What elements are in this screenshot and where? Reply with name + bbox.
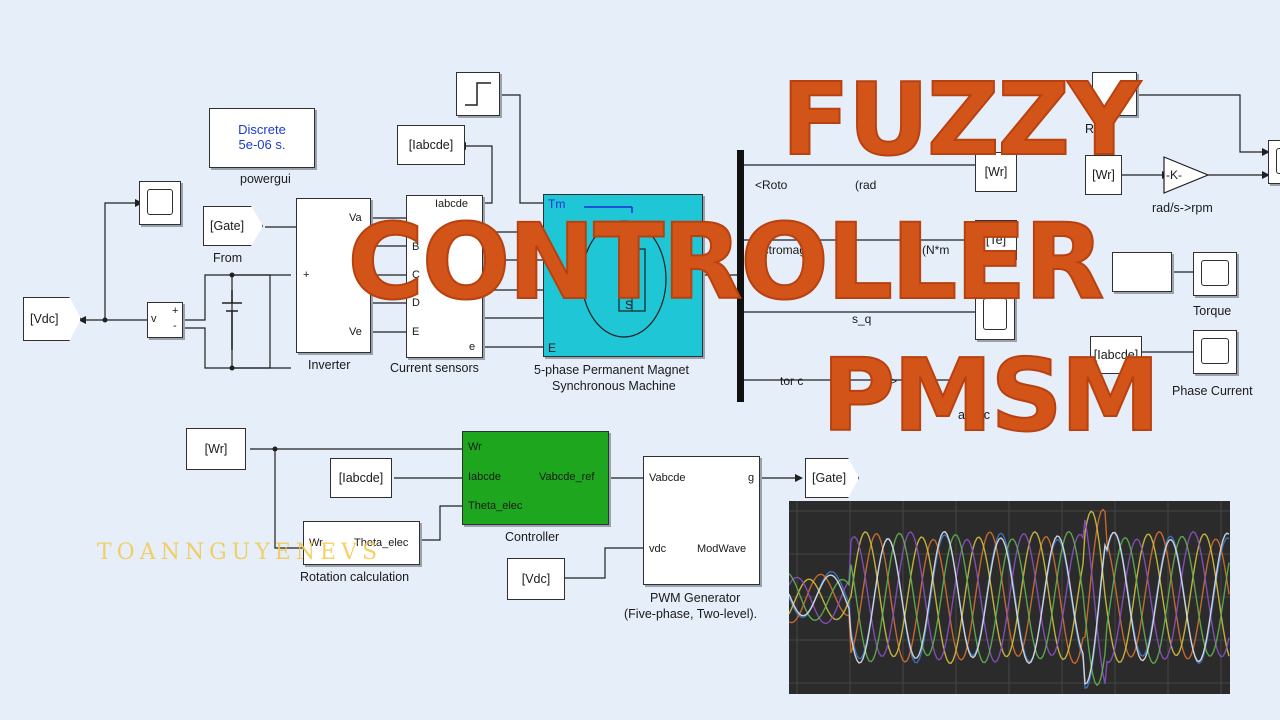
cs-port-right-e: e [469,341,476,353]
inverter-label: Inverter [308,358,351,372]
pwm-in-vabcde: Vabcde [649,472,686,484]
bus-rotor-speed-tail: (rad [855,178,877,192]
torque-label: Torque [1193,304,1232,318]
rpm-display[interactable] [1092,72,1137,116]
cs-port-b: B [412,241,420,253]
rotation-in-wr: Wr [309,537,323,549]
rpm-label: RPM [1085,122,1113,136]
te-goto-tag[interactable]: [Te] [975,220,1017,260]
inverter-port-ve: Ve [349,326,362,338]
vdc-scope[interactable] [139,181,181,225]
phase-current-label: Phase Current [1172,384,1253,398]
powergui-label: powergui [240,172,291,186]
inverter-plus: + [303,269,310,281]
waveform-trace [789,530,1230,685]
gate-from-tag[interactable]: [Gate] [203,206,263,246]
powergui-mode: Discrete [238,122,286,137]
wr-from-tag[interactable]: [Wr] [1085,155,1122,195]
current-sensors-block[interactable]: Iabcde B C D E e [406,195,483,358]
pwm-label-line1: PWM Generator [650,591,741,605]
powergui-block[interactable]: Discrete 5e-06 s. [209,108,315,168]
bus-sq: s_q [852,312,872,326]
cs-port-e: E [412,326,420,338]
phase-current-scope[interactable] [1193,330,1237,374]
axis-current-scope[interactable] [975,290,1015,340]
controller-block[interactable]: Wr Iabcde Theta_elec Vabcde_ref [462,431,609,525]
pwm-generator-block[interactable]: Vabcde vdc g ModWave [643,456,760,585]
rotation-calc-block[interactable]: Wr Theta_elec [303,521,420,565]
waveform-trace [789,519,1230,684]
machine-tm-port: Tm [548,197,566,211]
torque-tag[interactable] [1112,252,1172,292]
controller-label: Controller [505,530,560,544]
pwm-out-modwave: ModWave [697,543,747,555]
iabcde-goto-tag[interactable]: [Iabcde] [397,125,465,165]
waveform-trace [789,508,1230,665]
bus-rotor-speed: <Roto [755,178,788,192]
voltage-sensor-block[interactable]: v + - [147,302,183,338]
powergui-sample-time: 5e-06 s. [238,137,286,152]
current-sensors-label: Current sensors [390,361,479,375]
wr-goto-tag[interactable]: [Wr] [975,152,1017,192]
pmsm-machine-block[interactable]: Tm E N S [543,194,703,357]
waveform-trace [789,510,1230,664]
cs-top-port: Iabcde [435,198,469,210]
machine-label-line2: Synchronous Machine [552,379,676,393]
bus-stator-current: tor c [780,374,804,388]
watermark-text: TOANNGUYENEVS [97,540,383,565]
controller-in-wr: Wr [468,441,482,453]
bus-stator-current-tail: A)> [878,374,898,388]
controller-in-iabcde: Iabcde [468,471,502,483]
rotation-out-theta: Theta_elec [354,537,409,549]
axis-current-label: axis c [958,408,990,422]
gain-block[interactable] [1162,155,1210,195]
step-block[interactable] [456,72,500,116]
motor-icon [581,206,667,338]
gain-value: -K- [1166,168,1182,182]
machine-n-pole: N [625,255,634,269]
vdc-goto-tag[interactable]: [Vdc] [23,297,81,341]
waveform-trace [789,530,1230,687]
rpm-scope[interactable] [1268,140,1280,184]
vsensor-minus: - [173,320,177,332]
gain-label: rad/s->rpm [1152,201,1213,215]
inverter-block[interactable]: + Va Ve [296,198,371,353]
wr-from-tag-2[interactable]: [Wr] [186,428,246,470]
inverter-port-va: Va [349,212,362,224]
pwm-in-vdc: vdc [649,543,667,555]
bus-torque: ectromag [756,243,807,257]
vsensor-plus: + [172,305,179,317]
iabcde-from-tag[interactable]: [Iabcde] [330,458,392,498]
cs-port-c: C [412,269,420,281]
rotation-calc-label: Rotation calculation [300,570,410,584]
torque-scope[interactable] [1193,252,1237,296]
controller-out-vabcde: Vabcde_ref [539,471,595,483]
pwm-label-line2: (Five-phase, Two-level). [624,607,758,621]
machine-label-line1: 5-phase Permanent Magnet [534,363,689,377]
controller-in-theta: Theta_elec [468,500,523,512]
vsensor-v: v [151,313,157,325]
gate-goto-tag[interactable]: [Gate] [805,458,859,498]
machine-e-port: E [548,341,557,355]
vdc-from-tag[interactable]: [Vdc] [507,558,565,600]
step-icon [465,82,491,106]
cs-port-d: D [412,297,420,309]
iabcde-goto-tag-2[interactable]: [Iabcde] [1090,336,1142,374]
bus-torque-unit: Te (N*m [906,243,950,257]
phase-current-waveform [789,501,1230,694]
machine-s-pole: S [625,298,634,312]
from-label: From [213,251,243,265]
pwm-out-g: g [748,472,755,484]
